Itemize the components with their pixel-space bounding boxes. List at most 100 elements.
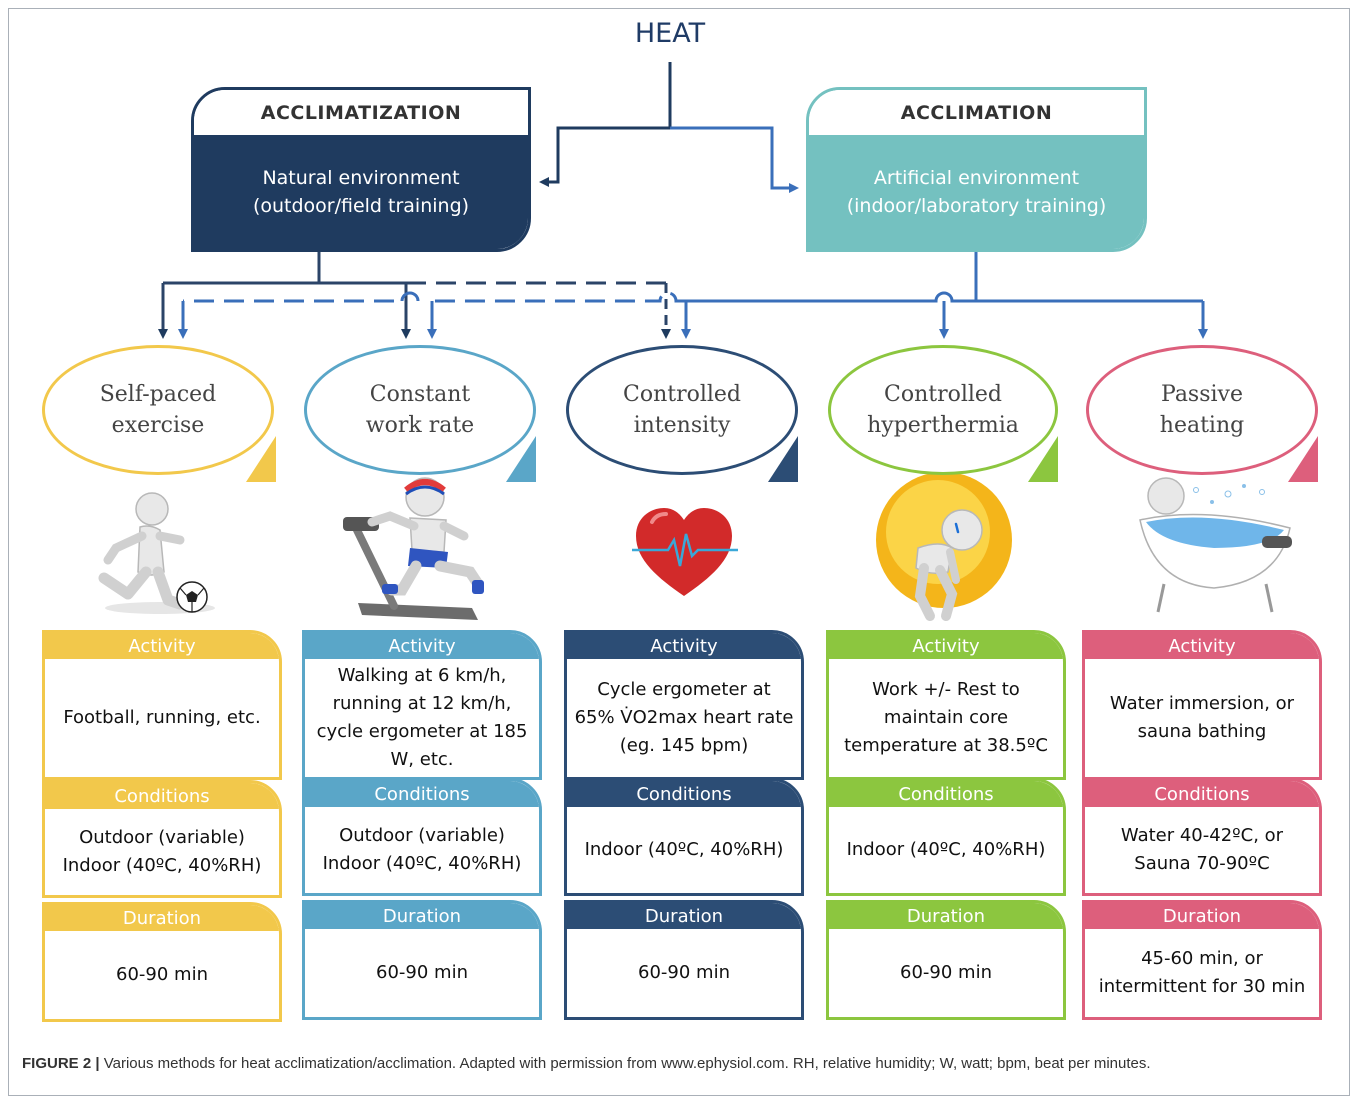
heart-rate-icon: [632, 508, 738, 596]
method-5-activity-body: Water immersion, or sauna bathing: [1085, 659, 1319, 777]
method-4-oval: Controlled hyperthermia: [828, 345, 1058, 475]
method-2-duration-body: 60-90 min: [305, 929, 539, 1017]
method-2-conditions-body: Outdoor (variable) Indoor (40ºC, 40%RH): [305, 807, 539, 893]
method-4-conditions-header: Conditions: [829, 781, 1063, 807]
method-1-conditions-line-1: Outdoor (variable): [79, 827, 245, 848]
acclimation-box: ACCLIMATION Artificial environment (indo…: [806, 87, 1147, 252]
method-4-duration-card: Duration 60-90 min: [826, 900, 1066, 1020]
acclimation-line-2: (indoor/laboratory training): [846, 195, 1107, 217]
figure-caption: FIGURE 2 | Various methods for heat accl…: [22, 1053, 1340, 1075]
method-5-duration-body: 45-60 min, or intermittent for 30 min: [1085, 929, 1319, 1017]
method-2-name-line-2: work rate: [365, 413, 475, 438]
figure-caption-label: FIGURE 2 |: [22, 1055, 100, 1072]
method-1-duration-header: Duration: [45, 905, 279, 931]
acclimation-connectors: [178, 250, 1208, 339]
method-5-conditions-card: Conditions Water 40-42ºC, or Sauna 70-90…: [1082, 778, 1322, 896]
method-3-name-line-2: intensity: [633, 413, 731, 438]
method-1-conditions-card: Conditions Outdoor (variable) Indoor (40…: [42, 780, 282, 898]
method-3-activity-card: Activity Cycle ergometer at 65% V̇O2max …: [564, 630, 804, 780]
acclimatization-line-1: Natural environment: [262, 167, 460, 189]
method-3-oval: Controlled intensity: [566, 345, 798, 475]
bathtub-icon: [1139, 477, 1292, 613]
method-3-conditions-line-1: Indoor (40ºC, 40%RH): [584, 839, 784, 860]
method-2-activity-line-1: Walking at 6 km/h,: [337, 665, 507, 686]
method-5-activity-card: Activity Water immersion, or sauna bathi…: [1082, 630, 1322, 780]
method-4-activity-body: Work +/- Rest to maintain core temperatu…: [829, 659, 1063, 777]
soccer-player-icon: [98, 492, 215, 614]
method-1-conditions-header: Conditions: [45, 783, 279, 809]
method-5-activity-header: Activity: [1085, 633, 1319, 659]
method-1-duration-line-1: 60-90 min: [116, 964, 208, 985]
method-4-name-line-2: hyperthermia: [867, 413, 1019, 438]
method-2-activity-header: Activity: [305, 633, 539, 659]
method-4-activity-line-2: maintain core: [883, 707, 1009, 728]
method-2-conditions-header: Conditions: [305, 781, 539, 807]
acclimation-title: ACCLIMATION: [809, 90, 1144, 135]
treadmill-runner-icon: [343, 477, 484, 620]
acclimation-line-1: Artificial environment: [873, 167, 1080, 189]
method-2-duration-line-1: 60-90 min: [376, 962, 468, 983]
acclimation-body: Artificial environment (indoor/laborator…: [809, 135, 1144, 249]
method-5-duration-line-2: intermittent for 30 min: [1098, 976, 1306, 997]
method-5-activity-line-1: Water immersion, or: [1109, 693, 1295, 714]
figure-caption-text: Various methods for heat acclimatization…: [103, 1055, 1151, 1072]
method-5-conditions-header: Conditions: [1085, 781, 1319, 807]
method-2-activity-line-3: cycle ergometer at 185: [316, 721, 528, 742]
acclimatization-body: Natural environment (outdoor/field train…: [194, 135, 528, 249]
method-1-conditions-body: Outdoor (variable) Indoor (40ºC, 40%RH): [45, 809, 279, 895]
method-4-activity-card: Activity Work +/- Rest to maintain core …: [826, 630, 1066, 780]
method-1-activity-line-1: Football, running, etc.: [63, 707, 261, 728]
method-4-name-line-1: Controlled: [883, 382, 1003, 407]
method-2-oval: Constant work rate: [304, 345, 536, 475]
method-5-conditions-line-2: Sauna 70-90ºC: [1134, 853, 1270, 874]
method-4-conditions-card: Conditions Indoor (40ºC, 40%RH): [826, 778, 1066, 896]
method-2-activity-line-4: W, etc.: [390, 749, 454, 770]
method-5-activity-line-2: sauna bathing: [1137, 721, 1267, 742]
method-4-duration-header: Duration: [829, 903, 1063, 929]
heat-label: HEAT: [634, 18, 706, 49]
figure-frame: [8, 8, 1350, 1096]
method-4-duration-line-1: 60-90 min: [900, 962, 992, 983]
method-5-name-line-2: heating: [1159, 413, 1245, 438]
sun-exhausted-figure-icon: [876, 472, 1012, 621]
method-2-activity-body: Walking at 6 km/h, running at 12 km/h, c…: [305, 659, 539, 777]
method-1-name-line-1: Self-paced: [99, 382, 217, 407]
method-1-activity-header: Activity: [45, 633, 279, 659]
method-3-conditions-card: Conditions Indoor (40ºC, 40%RH): [564, 778, 804, 896]
method-3-activity-line-3: (eg. 145 bpm): [619, 735, 749, 756]
method-2-conditions-card: Conditions Outdoor (variable) Indoor (40…: [302, 778, 542, 896]
method-2-duration-card: Duration 60-90 min: [302, 900, 542, 1020]
method-3-activity-header: Activity: [567, 633, 801, 659]
acclimatization-connectors: [158, 250, 671, 339]
method-4-activity-line-3: temperature at 38.5ºC: [844, 735, 1048, 756]
method-5-conditions-body: Water 40-42ºC, or Sauna 70-90ºC: [1085, 807, 1319, 893]
method-3-duration-line-1: 60-90 min: [638, 962, 730, 983]
method-3-conditions-header: Conditions: [567, 781, 801, 807]
method-1-conditions-line-2: Indoor (40ºC, 40%RH): [62, 855, 262, 876]
method-1-activity-card: Activity Football, running, etc.: [42, 630, 282, 780]
method-1-name-line-2: exercise: [111, 413, 205, 438]
acclimatization-line-2: (outdoor/field training): [252, 195, 470, 217]
method-4-conditions-body: Indoor (40ºC, 40%RH): [829, 807, 1063, 893]
method-2-conditions-line-2: Indoor (40ºC, 40%RH): [322, 853, 522, 874]
method-5-conditions-line-1: Water 40-42ºC, or: [1120, 825, 1284, 846]
method-4-activity-header: Activity: [829, 633, 1063, 659]
method-2-duration-header: Duration: [305, 903, 539, 929]
method-4-duration-body: 60-90 min: [829, 929, 1063, 1017]
method-3-duration-body: 60-90 min: [567, 929, 801, 1017]
method-3-activity-line-1: Cycle ergometer at: [597, 679, 771, 700]
method-3-duration-header: Duration: [567, 903, 801, 929]
method-1-oval: Self-paced exercise: [42, 345, 274, 475]
method-1-duration-body: 60-90 min: [45, 931, 279, 1019]
method-5-duration-card: Duration 45-60 min, or intermittent for …: [1082, 900, 1322, 1020]
method-5-duration-line-1: 45-60 min, or: [1141, 948, 1263, 969]
method-3-name-line-1: Controlled: [622, 382, 742, 407]
method-2-conditions-line-1: Outdoor (variable): [339, 825, 505, 846]
method-5-oval: Passive heating: [1086, 345, 1318, 475]
method-5-name-line-1: Passive: [1161, 382, 1243, 407]
method-2-name-line-1: Constant: [369, 382, 471, 407]
heat-connectors: [539, 62, 799, 193]
acclimatization-title: ACCLIMATIZATION: [194, 90, 528, 135]
method-3-duration-card: Duration 60-90 min: [564, 900, 804, 1020]
